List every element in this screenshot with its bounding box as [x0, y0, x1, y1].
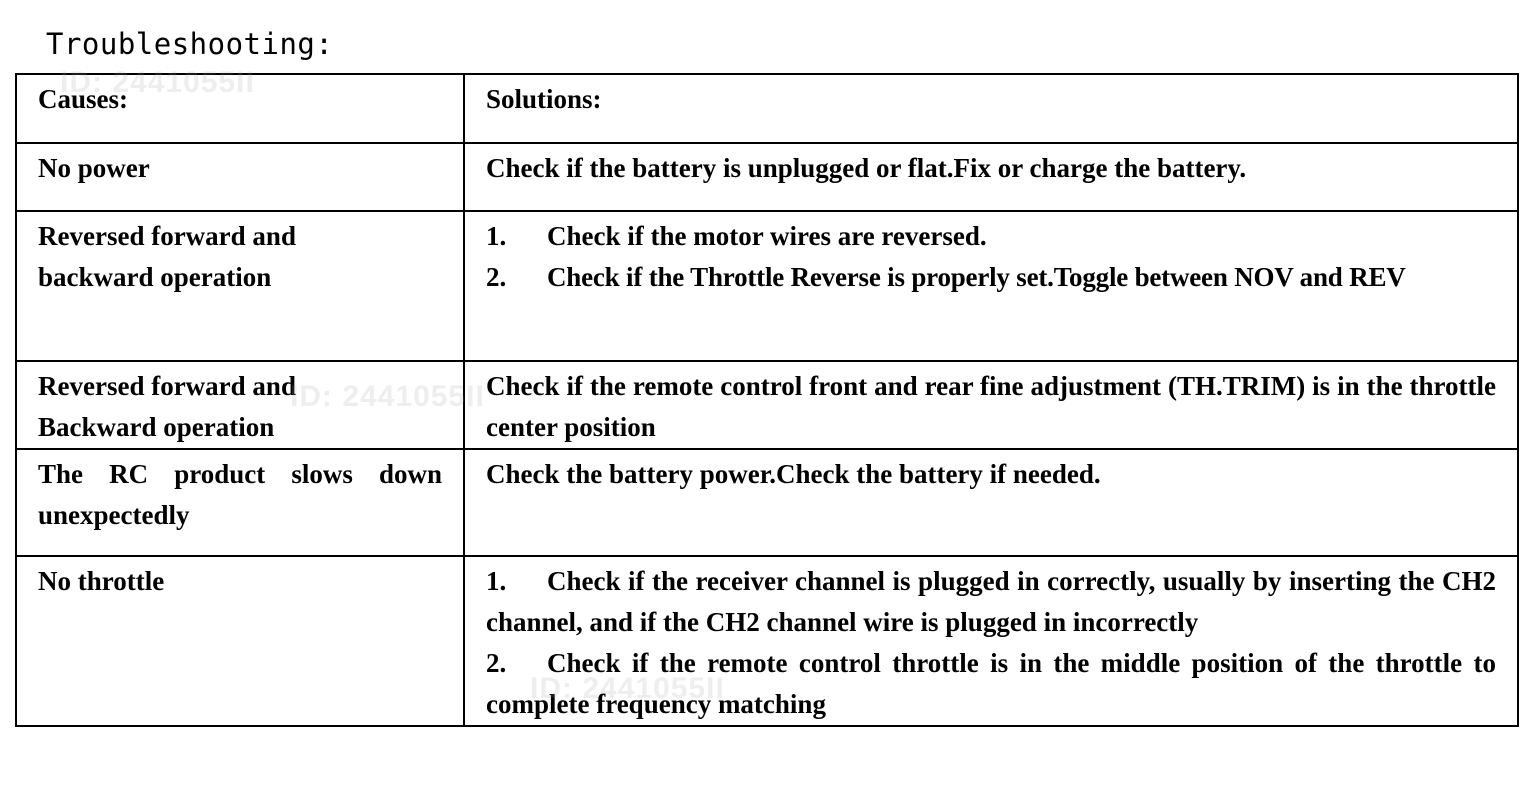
solution-cell: Check the battery power.Check the batter… [463, 448, 1519, 557]
header-causes: Causes: [15, 73, 465, 144]
cause-cell: Reversed forward and backward operation [15, 210, 465, 362]
step-number: 2. [486, 648, 507, 678]
table-row: No power Check if the battery is unplugg… [15, 142, 1519, 212]
step-text: Check if the motor wires are reversed. [547, 221, 987, 251]
step-text: Check if the Throttle Reverse is properl… [547, 262, 1406, 292]
solution-step: 2.Check if the remote control throttle i… [486, 643, 1496, 725]
solution-step: 1.Check if the receiver channel is plugg… [486, 561, 1496, 643]
step-text: Check if the remote control throttle is … [486, 648, 1496, 719]
solution-cell: Check if the battery is unplugged or fla… [463, 142, 1519, 212]
step-number: 1. [486, 566, 507, 596]
cause-cell: Reversed forward and Backward operation [15, 360, 465, 450]
step-number: 1. [486, 221, 507, 251]
page-title: Troubleshooting: [46, 27, 334, 61]
header-solutions: Solutions: [463, 73, 1519, 144]
table-row: The RC product slows down unexpectedly C… [15, 448, 1519, 557]
cause-cell: The RC product slows down unexpectedly [15, 448, 465, 557]
step-number: 2. [486, 262, 507, 292]
step-text: Check if the receiver channel is plugged… [486, 566, 1496, 637]
solution-step: 2. Check if the Throttle Reverse is prope… [486, 257, 1496, 298]
solution-step: 1. Check if the motor wires are reversed. [486, 216, 1496, 257]
troubleshooting-table: Causes: Solutions: No power Check if the… [15, 73, 1519, 727]
solution-cell: 1. Check if the motor wires are reversed.… [463, 210, 1519, 362]
table-row: Reversed forward and Backward operation … [15, 360, 1519, 450]
solution-cell: 1.Check if the receiver channel is plugg… [463, 555, 1519, 727]
cause-cell: No power [15, 142, 465, 212]
table-row: No throttle 1.Check if the receiver chan… [15, 555, 1519, 727]
cause-cell: No throttle [15, 555, 465, 727]
table-row: Reversed forward and backward operation … [15, 210, 1519, 362]
solution-cell: Check if the remote control front and re… [463, 360, 1519, 450]
table-header-row: Causes: Solutions: [15, 73, 1519, 144]
